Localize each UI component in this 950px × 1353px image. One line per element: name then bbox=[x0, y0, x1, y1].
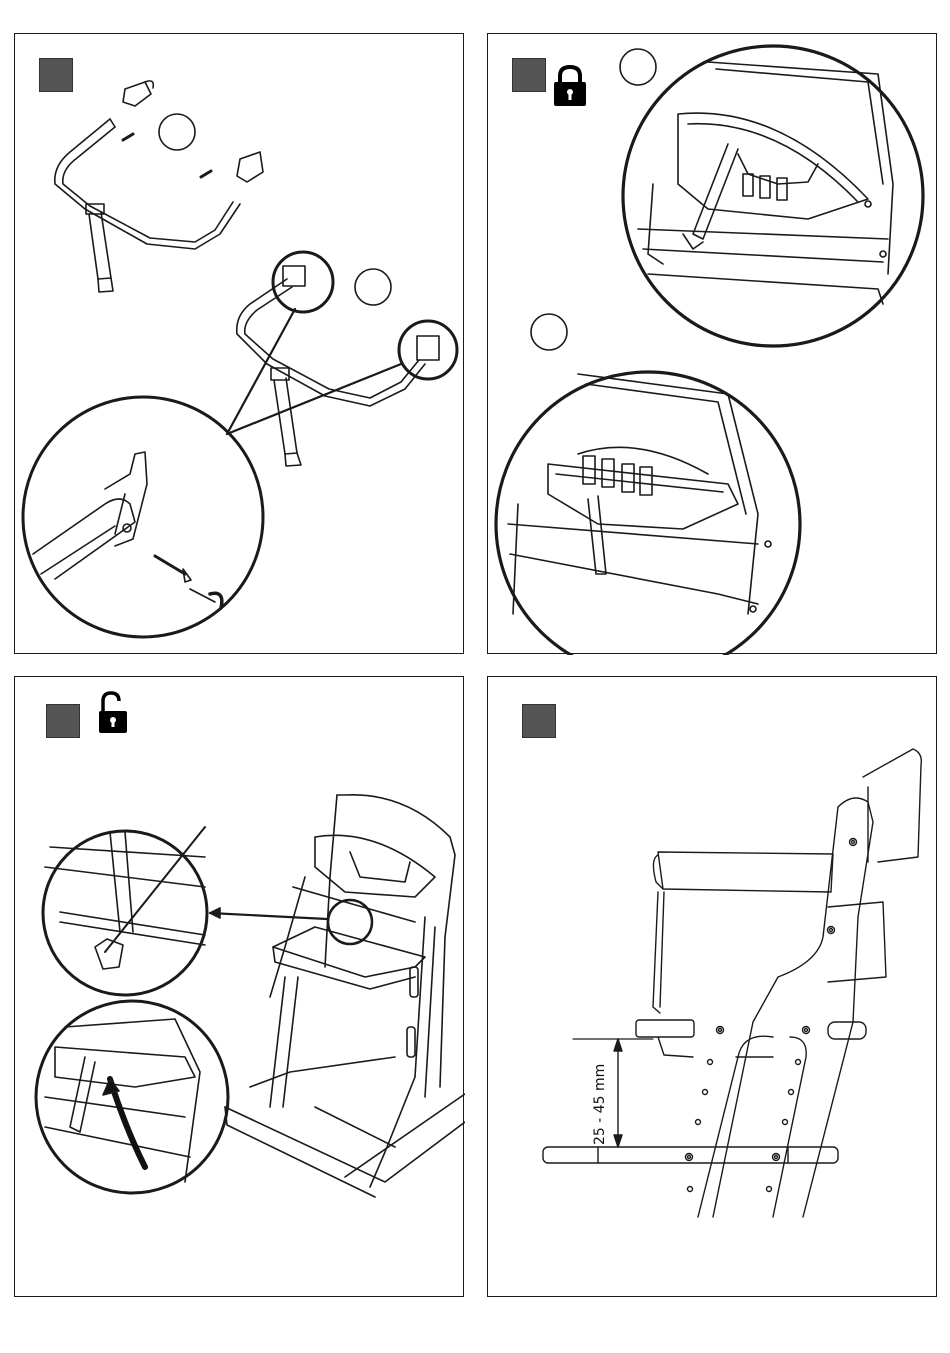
harness-lock-illustration bbox=[488, 34, 938, 655]
step-panel-1 bbox=[14, 33, 464, 654]
footrest-distance-label: 25 - 45 mm bbox=[592, 1064, 608, 1145]
step-panel-4: 25 - 45 mm bbox=[487, 676, 937, 1297]
step-panel-3 bbox=[14, 676, 464, 1297]
high-chair-release-illustration bbox=[15, 677, 465, 1298]
bar-assembly-illustration bbox=[15, 34, 465, 655]
step-panel-2 bbox=[487, 33, 937, 654]
footrest-height-illustration bbox=[488, 677, 938, 1298]
